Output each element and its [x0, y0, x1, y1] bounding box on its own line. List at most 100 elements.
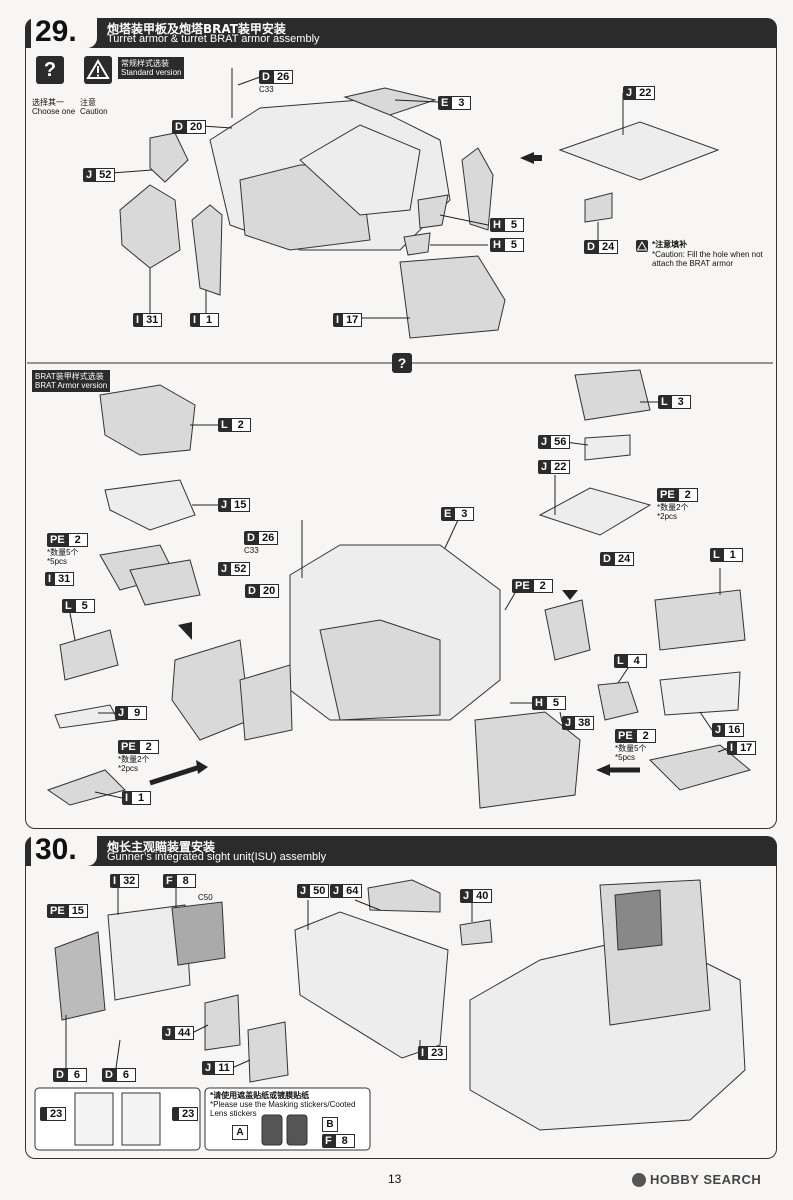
part-sprue: D — [600, 552, 614, 566]
i17-brat — [648, 744, 752, 791]
part-number: 26 — [272, 70, 294, 84]
i1-plate — [191, 204, 223, 296]
step-title-en: Turret armor & turret BRAT armor assembl… — [107, 33, 320, 45]
part-number: 20 — [185, 120, 207, 134]
part-sprue: I — [110, 874, 120, 888]
j52-bracket — [149, 132, 189, 183]
part-number: 52 — [95, 168, 116, 182]
part-tag-23-right: 23 — [172, 1107, 199, 1121]
c33-label-brat: C33 — [244, 546, 259, 555]
part-sprue: I — [727, 741, 737, 755]
part-number: 31 — [54, 572, 75, 586]
step-30-panel — [25, 866, 777, 1159]
part-number: 15 — [230, 498, 251, 512]
part-sprue: PE — [615, 729, 636, 743]
part-number: 1 — [722, 548, 743, 562]
part-sprue: J — [712, 723, 725, 737]
part-number: 1 — [199, 313, 220, 327]
j15-plate — [104, 479, 196, 531]
part-number: 23 — [46, 1107, 67, 1121]
part-number: 3 — [670, 395, 691, 409]
part-number: 2 — [230, 418, 251, 432]
part-number: 24 — [597, 240, 619, 254]
choose-one-label-cn: 选择其一 — [32, 98, 64, 107]
part-sprue: J — [330, 884, 343, 898]
part-sprue: D — [53, 1068, 67, 1082]
part-sprue: L — [218, 418, 231, 432]
qty2-note-top-cn: *数量2个 — [657, 503, 689, 512]
arrow-right — [196, 760, 208, 774]
part-number: 32 — [119, 874, 140, 888]
standard-version-en: Standard version — [121, 68, 182, 77]
part-tag-23-left: 23 — [40, 1107, 67, 1121]
part-number: 2 — [67, 533, 88, 547]
right-plate — [461, 147, 494, 231]
j16-plate — [659, 671, 741, 716]
step-number: 29. — [31, 16, 97, 48]
part-number: 3 — [454, 507, 475, 521]
part-number: 8 — [175, 874, 196, 888]
part-number: 6 — [115, 1068, 136, 1082]
h5-part-a — [417, 194, 449, 229]
brat-version-cn: BRAT装甲样式选装 — [35, 372, 104, 381]
part-number: 9 — [127, 706, 148, 720]
part-number: 40 — [472, 889, 493, 903]
left-armor-block — [171, 639, 251, 741]
pe15-mesh — [54, 931, 106, 1021]
part-sprue: J — [562, 716, 575, 730]
part-number: 2 — [677, 488, 698, 502]
arrow-left — [596, 764, 610, 776]
caution-label-en: Caution — [80, 107, 108, 116]
part-sprue: H — [490, 238, 504, 252]
part-sprue: J — [623, 86, 636, 100]
part-number: 20 — [258, 584, 280, 598]
part-sprue: D — [172, 120, 186, 134]
qty5-note-left-cn: *数量5个 — [47, 548, 79, 557]
part-sprue: J — [538, 460, 551, 474]
part-number: 2 — [635, 729, 656, 743]
d24-part — [584, 192, 613, 223]
i17-plate — [399, 255, 506, 339]
part-sprue: J — [162, 1026, 175, 1040]
arrow-down-right — [562, 590, 578, 600]
qty5-note-right-cn: *数量5个 — [615, 744, 647, 753]
part-number: 2 — [138, 740, 159, 754]
part-sprue: PE — [47, 904, 68, 918]
caution-note-en: *Caution: Fill the hole when not attach … — [652, 250, 763, 268]
part-number: 6 — [66, 1068, 87, 1082]
part-sprue: E — [441, 507, 455, 521]
part-number: 22 — [550, 460, 571, 474]
caution-icon — [84, 56, 112, 84]
step-29-header: 29. 炮塔装甲板及炮塔BRAT装甲安装 Turret armor & turr… — [25, 16, 777, 48]
step-title-cn: 炮塔装甲板及炮塔BRAT装甲安装 — [107, 22, 286, 36]
part-sprue: J — [83, 168, 96, 182]
step-title-cn: 炮长主观瞄装置安装 — [107, 840, 216, 854]
part-number: 5 — [74, 599, 95, 613]
i1-brat — [46, 769, 126, 806]
part-number: 24 — [613, 552, 635, 566]
part-sprue: L — [710, 548, 723, 562]
part-number: 52 — [230, 562, 251, 576]
l2-block — [99, 384, 196, 456]
j40-part — [459, 919, 493, 946]
part-number: 2 — [532, 579, 553, 593]
part-sprue: D — [244, 531, 258, 545]
part-sprue: L — [658, 395, 671, 409]
